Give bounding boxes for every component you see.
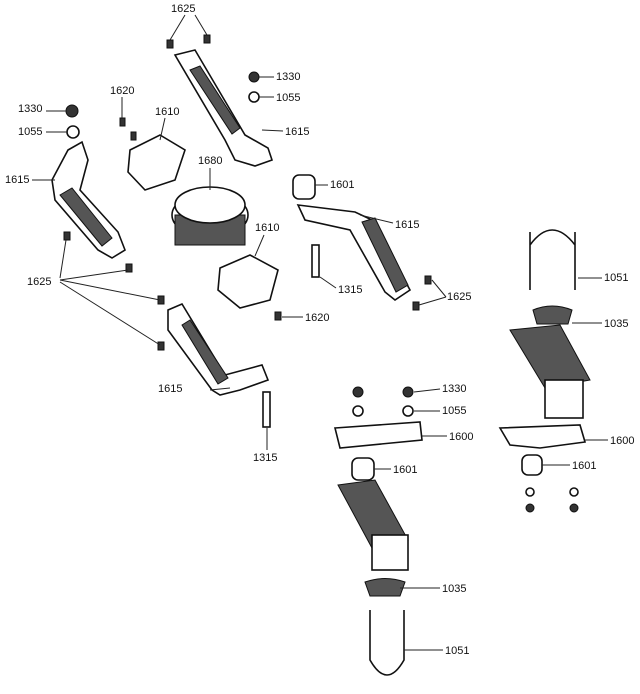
bolt-1620-right — [274, 311, 282, 321]
bracket-1600-mid — [333, 421, 423, 449]
label-1330-left: 1330 — [18, 103, 42, 115]
nut-1330-top — [248, 71, 260, 83]
label-1035-bottom: 1035 — [442, 583, 466, 595]
callout-labels: 1625 1330 1055 1615 1620 1610 1330 1055 … — [5, 3, 634, 657]
nut-1330-mid — [402, 386, 414, 398]
bracket-1615-left — [51, 140, 126, 259]
washer-right-b — [569, 487, 579, 497]
washer-1055-mid — [402, 405, 414, 417]
label-1610-right: 1610 — [255, 222, 279, 234]
label-1625-top: 1625 — [171, 3, 195, 15]
leader-lines — [32, 14, 608, 651]
bushing-1601-top — [292, 174, 316, 200]
label-1625-left: 1625 — [27, 276, 51, 288]
label-1330-mid: 1330 — [442, 383, 466, 395]
label-1615-bottom: 1615 — [158, 383, 182, 395]
washer-1055-mid-a — [352, 405, 364, 417]
label-1330-top: 1330 — [276, 71, 300, 83]
seat-1035-bottom — [364, 578, 406, 597]
bolt-1625-a — [63, 231, 71, 241]
label-1610-left: 1610 — [155, 106, 179, 118]
seat-1035-right — [532, 305, 573, 325]
bushing-1601-right — [521, 454, 543, 476]
bolt-1625-right-a — [424, 275, 432, 285]
plate-1610-left — [127, 134, 186, 191]
bolt-1315-right — [311, 244, 320, 278]
washer-right-a — [525, 487, 535, 497]
label-1600-right: 1600 — [610, 435, 634, 447]
u-bolt-1051-right — [529, 229, 576, 290]
label-1601-top: 1601 — [330, 179, 354, 191]
u-bolt-1051-bottom — [369, 610, 405, 676]
label-1615-left: 1615 — [5, 174, 29, 186]
label-1625-right: 1625 — [447, 291, 471, 303]
label-1600-mid: 1600 — [449, 431, 473, 443]
label-1620-left: 1620 — [110, 85, 134, 97]
label-1615-top: 1615 — [285, 126, 309, 138]
label-1601-mid: 1601 — [393, 464, 417, 476]
bolt-1625-right-b — [412, 301, 420, 311]
bolt-1625-d — [157, 341, 165, 351]
label-1055-top: 1055 — [276, 92, 300, 104]
label-1315-bottom: 1315 — [253, 452, 277, 464]
bushing-1601-mid — [351, 457, 375, 481]
bracket-1615-top — [173, 49, 274, 167]
washer-1055-left — [66, 125, 80, 139]
axle-tube-mid — [337, 479, 409, 571]
washer-1055-top — [248, 91, 260, 103]
label-1601-right: 1601 — [572, 460, 596, 472]
nut-right-b — [569, 503, 579, 513]
label-1315-right: 1315 — [338, 284, 362, 296]
bolt-1620-left-2 — [130, 131, 137, 141]
nut-1330-left — [65, 104, 79, 118]
bolt-1315-bottom — [262, 391, 271, 428]
bolt-1620-left — [119, 117, 126, 127]
axle-tube-right — [509, 324, 591, 419]
nut-1330-mid-a — [352, 386, 364, 398]
bracket-1615-bottom — [167, 302, 270, 396]
bolts-1625-top — [166, 34, 211, 49]
air-spring-1680 — [171, 186, 249, 246]
plate-1610-right — [217, 254, 279, 309]
label-1051-right: 1051 — [604, 272, 628, 284]
label-1620-right: 1620 — [305, 312, 329, 324]
nut-right-a — [525, 503, 535, 513]
bolt-1625-b — [125, 263, 133, 273]
label-1055-mid: 1055 — [442, 405, 466, 417]
label-1051-bottom: 1051 — [445, 645, 469, 657]
label-1035-right: 1035 — [604, 318, 628, 330]
label-1615-right: 1615 — [395, 219, 419, 231]
label-1680: 1680 — [198, 155, 222, 167]
bracket-1600-right — [498, 424, 587, 449]
label-1055-left: 1055 — [18, 126, 42, 138]
